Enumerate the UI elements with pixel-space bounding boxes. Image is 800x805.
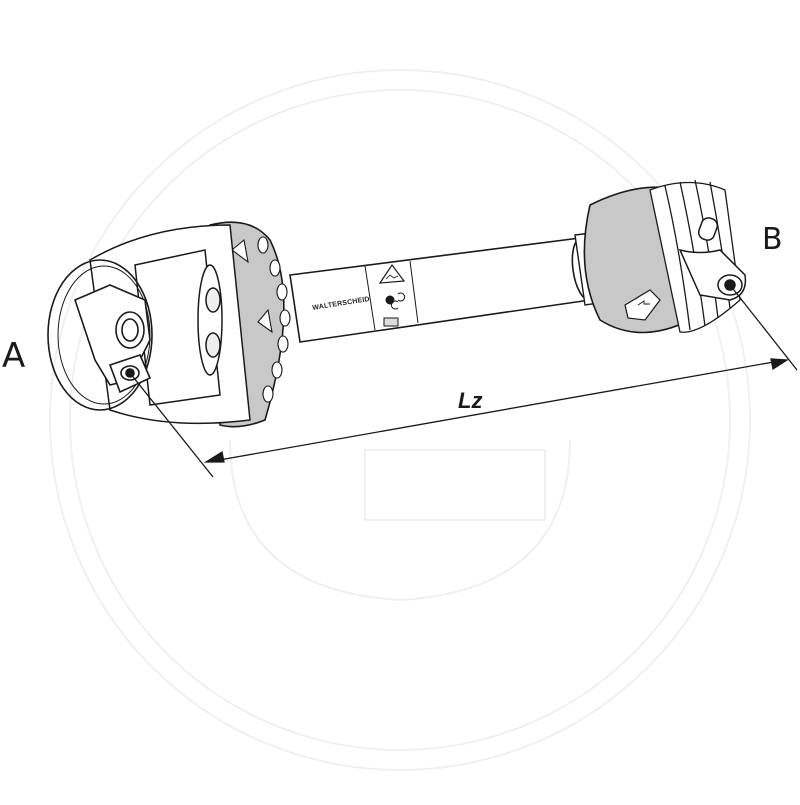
arrowhead-left [203, 450, 225, 463]
manual-book-icon [383, 317, 399, 327]
yoke-b [678, 217, 747, 301]
watermark [49, 69, 751, 771]
extension-line-a [129, 372, 214, 478]
dimension-lz [129, 284, 798, 478]
end-b-label: B [762, 222, 783, 257]
extension-line-b [729, 284, 798, 371]
warning-labels [378, 263, 406, 327]
length-label: Lz [458, 388, 483, 413]
hazard-triangle-icon [378, 263, 406, 284]
arrowhead-right [770, 358, 790, 371]
shaft-tube [289, 237, 599, 343]
dimension-line [207, 359, 786, 463]
entanglement-warning-icon [385, 292, 406, 310]
end-a-label: A [2, 336, 26, 376]
